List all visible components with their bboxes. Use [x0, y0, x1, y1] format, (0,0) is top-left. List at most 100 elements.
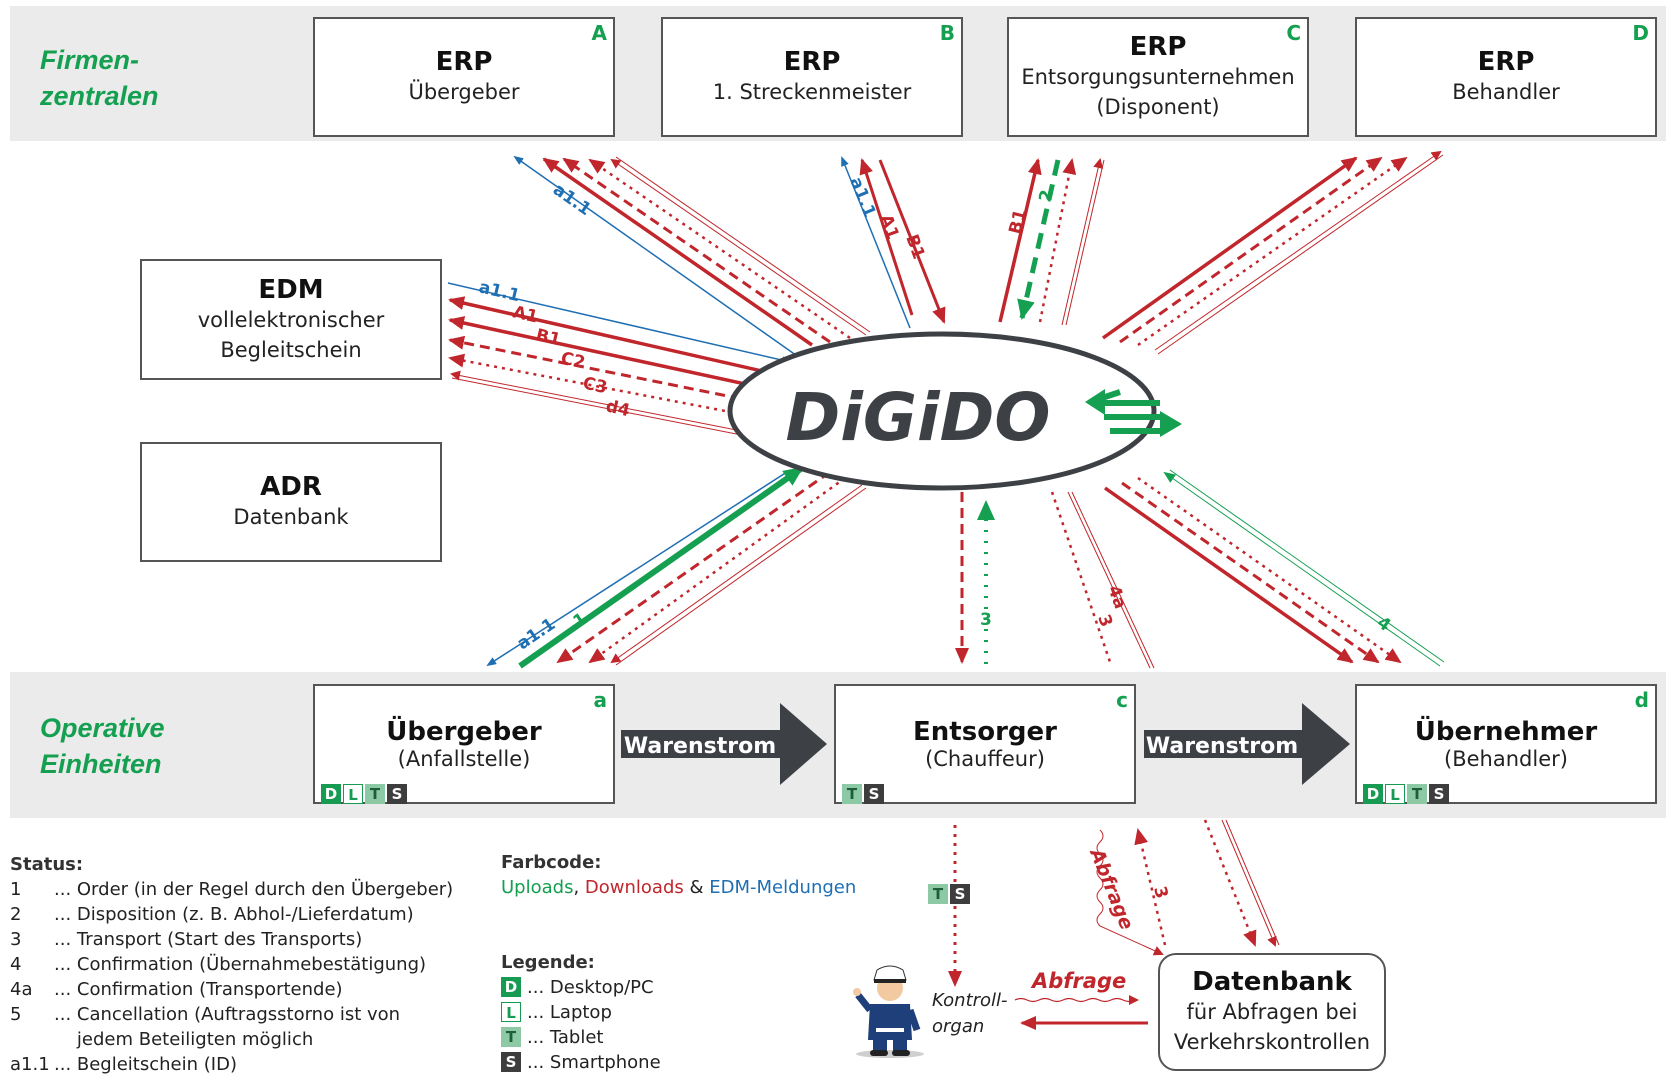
erp-sub-c: Entsorgungsunternehmen	[1021, 65, 1295, 89]
erp-title-b: ERP	[783, 47, 841, 77]
status-heading: Status:	[10, 854, 84, 875]
label-op-4: 4	[1373, 613, 1394, 636]
op-sub-uebernehmer: (Behandler)	[1444, 747, 1568, 771]
op-box-entsorger[interactable]: c Entsorger (Chauffeur) T S	[834, 684, 1136, 804]
status-item: 1... Order (in der Regel durch den Überg…	[10, 879, 454, 900]
device-legend-item: L... Laptop	[501, 1000, 661, 1025]
desktop-badge: D	[321, 784, 341, 804]
laptop-badge: L	[343, 784, 363, 804]
arrows-erp-b	[841, 156, 946, 329]
erp-tag-d: D	[1632, 21, 1649, 45]
device-legend-heading: Legende:	[501, 952, 595, 973]
datenbank-sub: für Abfragen bei	[1186, 1000, 1358, 1024]
label-op-3: 3	[980, 610, 992, 630]
adr-box[interactable]: ADR Datenbank	[140, 442, 442, 562]
farbcode-line: Uploads, Downloads & EDM-Meldungen	[501, 877, 857, 898]
adr-sub: Datenbank	[233, 505, 349, 529]
op-tag-a: a	[593, 688, 608, 712]
erp-sub2-c: (Disponent)	[1096, 95, 1220, 119]
label-op-a11: a1.1	[514, 614, 560, 654]
datenbank-title: Datenbank	[1192, 967, 1352, 997]
label-b-B1: B1	[901, 232, 928, 262]
arrows-edm	[447, 282, 792, 442]
arrows-erp-d	[1101, 150, 1444, 355]
erp-title-a: ERP	[435, 47, 493, 77]
edm-sub2: Begleitschein	[220, 337, 362, 362]
label-kontroll-abfrage: Abfrage	[1030, 969, 1126, 993]
op-devices-uebergeber: D L T S	[321, 784, 407, 804]
status-item: 4a... Confirmation (Transportende)	[10, 979, 343, 1000]
erp-tag-c: C	[1286, 21, 1301, 45]
erp-box-a[interactable]: A ERP Übergeber	[313, 17, 615, 137]
status-item: a1.1... Begleitschein (ID)	[10, 1054, 237, 1075]
arrows-bottom	[948, 819, 1280, 1030]
op-title-entsorger: Entsorger	[913, 717, 1057, 747]
desktop-badge: D	[1363, 784, 1383, 804]
erp-sub-d: Behandler	[1452, 80, 1560, 104]
arrows-op-a	[486, 465, 867, 669]
farbcode-downloads: Downloads	[584, 877, 684, 898]
edm-sub: vollelektronischer	[197, 307, 385, 332]
tablet-badge: T	[842, 784, 862, 804]
laptop-badge: L	[1385, 784, 1405, 804]
smartphone-badge: S	[1429, 784, 1449, 804]
label-edm-B1: B1	[534, 325, 563, 350]
label-db-3: 3	[1149, 884, 1171, 901]
label-b-A1: A1	[875, 212, 902, 242]
datenbank-box[interactable]: Datenbank für Abfragen bei Verkehrskontr…	[1158, 953, 1386, 1071]
status-item: 2... Disposition (z. B. Abhol-/Lieferdat…	[10, 904, 414, 925]
kontroll-line2: organ	[932, 1016, 985, 1037]
erp-box-d[interactable]: D ERP Behandler	[1355, 17, 1657, 137]
farbcode-legend: Farbcode: Uploads, Downloads & EDM-Meldu…	[501, 850, 856, 900]
arrows-erp-c	[998, 158, 1105, 326]
kontroll-line1: Kontroll-	[932, 990, 1008, 1011]
digido-arrows-icon	[1085, 389, 1182, 437]
top-band-label: Firmen- zentralen	[40, 45, 159, 111]
warenstrom-arrow-2: Warenstrom	[1144, 703, 1350, 785]
datenbank-sub2: Verkehrskontrollen	[1173, 1030, 1371, 1054]
status-legend: Status: 1... Order (in der Regel durch d…	[10, 852, 453, 1077]
op-tag-c: c	[1116, 688, 1128, 712]
tablet-badge: T	[928, 884, 948, 904]
erp-title-d: ERP	[1477, 47, 1535, 77]
erp-tag-b: B	[939, 21, 955, 45]
device-legend-item: S... Smartphone	[501, 1050, 661, 1075]
status-item: 5... Cancellation (Auftragsstorno ist vo…	[10, 1004, 401, 1025]
op-sub-uebergeber: (Anfallstelle)	[397, 747, 531, 771]
digido-logo: DiGiDO	[785, 379, 1050, 456]
device-legend: Legende: D... Desktop/PC L... Laptop T..…	[501, 950, 661, 1075]
op-devices-entsorger: T S	[842, 784, 884, 804]
smartphone-badge: S	[387, 784, 407, 804]
edm-box[interactable]: EDM vollelektronischer Begleitschein	[140, 259, 442, 380]
op-devices-uebernehmer: D L T S	[1363, 784, 1449, 804]
erp-box-b[interactable]: B ERP 1. Streckenmeister	[661, 17, 963, 137]
label-edm-d4: d4	[604, 396, 632, 421]
edm-title: EDM	[258, 274, 324, 305]
op-title-uebergeber: Übergeber	[386, 717, 542, 747]
op-box-uebergeber[interactable]: a Übergeber (Anfallstelle) D L T S	[313, 684, 615, 804]
status-item: 3... Transport (Start des Transports)	[10, 929, 363, 950]
label-c-B1: B1	[1005, 207, 1030, 236]
erp-title-c: ERP	[1129, 32, 1187, 62]
farbcode-edm: EDM-Meldungen	[709, 877, 857, 898]
status-item: jedem Beteiligten möglich	[54, 1029, 314, 1050]
warenstrom-label-1: Warenstrom	[624, 734, 776, 759]
farbcode-uploads: Uploads	[501, 877, 574, 898]
op-tag-d: d	[1634, 688, 1649, 712]
arrows-op-d	[1103, 469, 1445, 667]
label-edm-C3: C3	[581, 373, 609, 398]
tablet-badge: T	[1407, 784, 1427, 804]
warenstrom-arrow-1: Warenstrom	[621, 703, 827, 785]
device-legend-item: D... Desktop/PC	[501, 975, 661, 1000]
erp-box-c[interactable]: C ERP Entsorgungsunternehmen (Disponent)	[1007, 17, 1309, 137]
digido-hub[interactable]: DiGiDO	[727, 331, 1182, 491]
erp-sub-b: 1. Streckenmeister	[712, 80, 912, 104]
kontroll-organ-label: Kontroll- organ	[932, 988, 1008, 1040]
label-edm-A1: A1	[511, 302, 540, 327]
op-box-uebernehmer[interactable]: d Übernehmer (Behandler) D L T S	[1355, 684, 1657, 804]
label-op-3b: 3	[1093, 612, 1116, 630]
smartphone-badge: S	[950, 884, 970, 904]
status-item: 4... Confirmation (Übernahmebestätigung)	[10, 954, 427, 975]
warenstrom-label-2: Warenstrom	[1146, 734, 1298, 759]
